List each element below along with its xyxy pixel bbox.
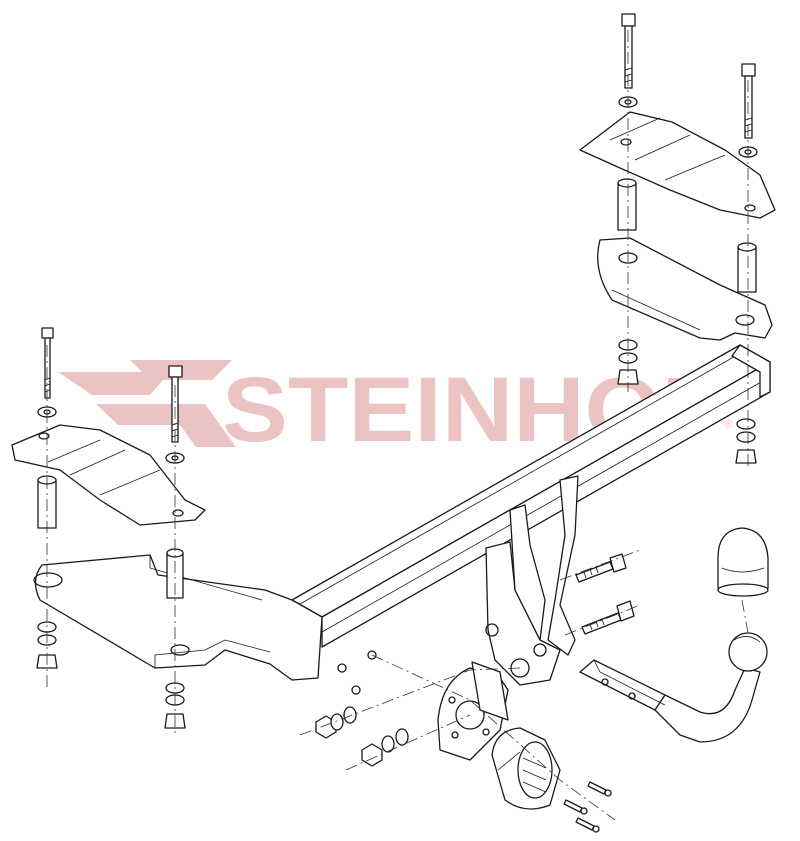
assembly-centre-lines xyxy=(46,30,749,821)
bolt-right-2 xyxy=(741,63,756,139)
tow-ball-neck xyxy=(579,632,768,743)
tow-ball-cap xyxy=(717,527,769,597)
spacer-tube-right-1 xyxy=(617,178,637,231)
washer-right-6 xyxy=(736,431,756,443)
steinhof-logo-emblem xyxy=(58,360,236,447)
spacer-tube-left-2 xyxy=(166,548,184,599)
hitch-bracket xyxy=(485,475,579,686)
hitch-bolts xyxy=(575,553,635,635)
spacer-tubes xyxy=(37,178,757,599)
right-mounting-plate xyxy=(579,111,776,219)
hitch-bolt-1 xyxy=(575,553,627,583)
electrical-socket-plate xyxy=(437,661,509,761)
socket-screws xyxy=(563,781,612,833)
bolt-left-1 xyxy=(41,327,54,399)
left-mounting-plate xyxy=(11,424,206,526)
main-crossbar xyxy=(291,344,771,648)
hitch-bolt-2 xyxy=(581,600,635,635)
bolt-right-1 xyxy=(621,13,636,89)
spacer-tube-right-2 xyxy=(737,242,757,293)
washer-right-5 xyxy=(736,418,756,430)
registered-mark: ® xyxy=(724,417,733,431)
left-side-bracket xyxy=(33,554,323,681)
socket-nuts-washers xyxy=(315,650,409,767)
nut-right-2 xyxy=(735,449,757,464)
electrical-socket xyxy=(491,727,561,810)
